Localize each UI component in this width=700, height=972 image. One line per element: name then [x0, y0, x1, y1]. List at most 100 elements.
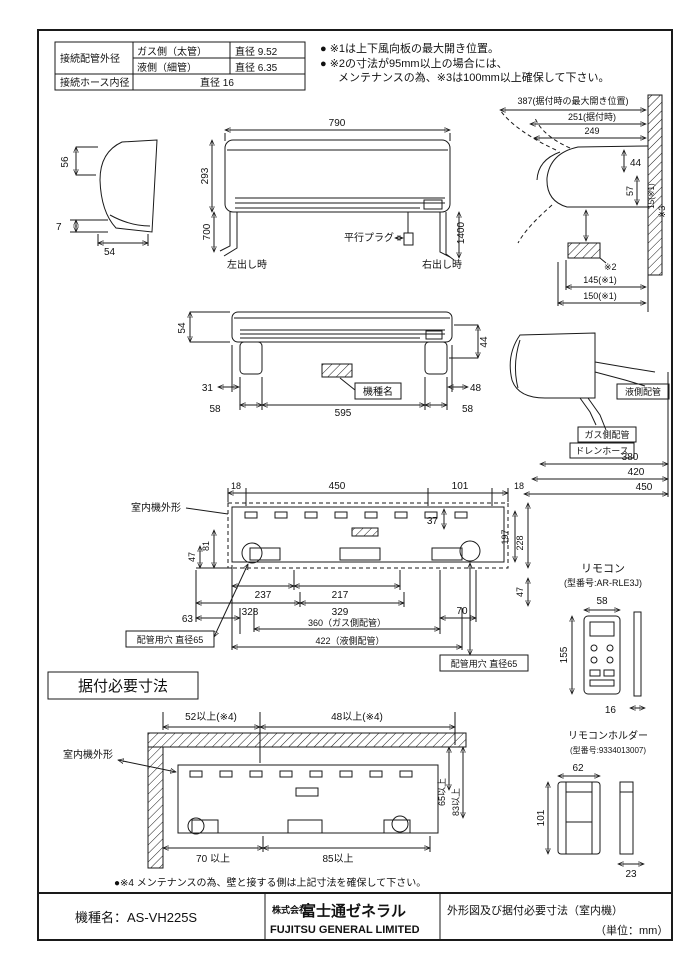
dim-155: 155	[559, 646, 570, 663]
note-2: ● ※2の寸法が95mm以上の場合には、	[320, 56, 508, 70]
label-pipe-hole-left: 配管用穴 直径65	[137, 634, 204, 645]
dim-s3: ※3	[657, 206, 667, 219]
dim-s2: ※2	[604, 262, 617, 272]
dim-37: 37	[427, 516, 439, 527]
note-1: ● ※1は上下風向板の最大開き位置。	[320, 41, 499, 55]
dim-58-right: 58	[462, 404, 474, 415]
title-block: 機種名：AS-VH225S 株式会社 富士通ゼネラル FUJITSU GENER…	[75, 902, 668, 937]
dim-450-pipe: 450	[636, 482, 653, 493]
dim-16: 16	[605, 705, 617, 716]
holder-view: リモコンホルダー (型番号:9334013007) 62 101 23	[536, 729, 648, 880]
label-liquid-pipe: 液側配管	[625, 386, 661, 397]
notes: ● ※1は上下風向板の最大開き位置。 ● ※2の寸法が95mm以上の場合には、 …	[320, 41, 609, 84]
remote-title: リモコン	[581, 563, 625, 575]
dim-420: 420	[628, 467, 645, 478]
dim-422-liquid: 422（液側配管）	[315, 635, 384, 646]
dim-85-min: 85以上	[322, 853, 353, 865]
company-prefix: 株式会社	[272, 904, 308, 915]
dim-595: 595	[335, 408, 352, 419]
company-name-en: FUJITSU GENERAL LIMITED	[270, 924, 420, 936]
dim-left-7: 7	[56, 222, 62, 233]
dim-18-left: 18	[231, 481, 241, 491]
bottom-view: 機種名 54 44 31 48 58 595 58	[177, 312, 490, 419]
spec-liquid-label: 液側（細管）	[137, 61, 197, 74]
back-view: 室内機外形 18 450 101 18 37 197 228 47	[125, 481, 528, 672]
dim-700: 700	[202, 223, 213, 240]
spec-hose-label: 接続ホース内径	[60, 76, 130, 89]
note-3: メンテナンスの為、※3は100mm以上確保して下さい。	[338, 70, 609, 84]
dim-44-side: 44	[630, 158, 642, 169]
dim-360-gas: 360（ガス側配管）	[308, 617, 386, 628]
sheet-frame	[37, 29, 673, 941]
remote-view: リモコン (型番号:AR-RLE3J) 58 155 16	[559, 563, 645, 716]
dim-328: 328	[242, 607, 259, 618]
dim-83-min: 83以上	[451, 788, 461, 816]
holder-model: (型番号:9334013007)	[570, 745, 646, 755]
dim-15-s1: 15(※1)	[647, 183, 656, 209]
install-unit-outline-label: 室内機外形	[63, 748, 113, 761]
doc-title: 外形図及び据付必要寸法（室内機）	[447, 903, 623, 917]
dim-228: 228	[515, 535, 525, 550]
front-view: 790 293 平行プラグ 700 1400 左出し時 右出し時	[200, 118, 467, 271]
label-left-out: 左出し時	[227, 258, 267, 271]
dim-145: 145(※1)	[583, 275, 617, 285]
dim-48: 48	[470, 383, 482, 394]
spec-liquid-value: 直径 6.35	[235, 61, 278, 74]
label-gas-pipe: ガス側配管	[584, 429, 629, 440]
dim-62: 62	[572, 763, 584, 774]
dim-81: 81	[201, 541, 211, 551]
dim-101-holder: 101	[536, 809, 547, 826]
dim-23: 23	[625, 869, 637, 880]
dim-150: 150(※1)	[583, 291, 617, 301]
install-section: 据付必要寸法 室内機外形 52以上(※4) 48以上(※4) 65以上 83以上	[47, 671, 467, 889]
dim-70-min: 70 以上	[196, 853, 230, 865]
dim-bottom-54: 54	[177, 322, 188, 334]
dim-48-min: 48以上(※4)	[331, 711, 383, 723]
spec-hose-value: 直径 16	[200, 76, 234, 89]
dim-18-right: 18	[514, 481, 524, 491]
spec-gas-label: ガス側（太管）	[137, 45, 207, 58]
dim-251: 251(据付時)	[568, 111, 616, 122]
label-parallel-plug: 平行プラグ	[344, 231, 394, 244]
dim-387-open: 387(据付時の最大開き位置)	[517, 95, 628, 106]
dim-65-min: 65以上	[437, 778, 447, 806]
dim-101: 101	[452, 481, 469, 492]
dim-47-right: 47	[515, 587, 525, 597]
unit-note: （単位：mm）	[595, 923, 668, 937]
dim-237: 237	[255, 590, 272, 601]
dim-450-back: 450	[329, 481, 346, 492]
label-drain-hose: ドレンホース	[575, 446, 629, 456]
install-title: 据付必要寸法	[78, 678, 168, 695]
dim-bottom-44: 44	[479, 336, 490, 348]
left-side-view: 56 7 54	[56, 139, 158, 258]
dim-329: 329	[332, 607, 349, 618]
company-name-jp: 富士通ゼネラル	[301, 902, 406, 920]
dim-63: 63	[182, 614, 194, 625]
spec-gas-value: 直径 9.52	[235, 45, 278, 58]
install-note-4: ●※4 メンテナンスの為、壁と接する側は上記寸法を確保して下さい。	[114, 876, 426, 889]
dim-293: 293	[200, 167, 211, 184]
label-unit-outline: 室内機外形	[131, 501, 181, 514]
dim-249: 249	[584, 126, 599, 136]
holder-title: リモコンホルダー	[568, 729, 648, 742]
remote-model: (型番号:AR-RLE3J)	[564, 577, 642, 588]
dim-790: 790	[329, 118, 346, 129]
label-right-out: 右出し時	[422, 258, 462, 271]
right-side-view: 387(据付時の最大開き位置) 251(据付時) 249 44 57 15(※1…	[500, 94, 667, 312]
title-model: 機種名：AS-VH225S	[75, 910, 197, 925]
pipe-view: 液側配管 ガス側配管 ドレンホース 380 420 450	[509, 332, 670, 497]
label-pipe-hole-right: 配管用穴 直径65	[451, 658, 518, 669]
dim-47-left: 47	[187, 552, 197, 562]
dim-58-left: 58	[209, 404, 221, 415]
dim-380: 380	[622, 452, 639, 463]
spec-table: 接続配管外径 ガス側（太管） 直径 9.52 液側（細管） 直径 6.35 接続…	[54, 41, 306, 91]
dim-remote-58: 58	[596, 596, 608, 607]
dim-31: 31	[202, 383, 214, 394]
spec-pipe-od-label: 接続配管外径	[60, 52, 120, 65]
dim-52-min: 52以上(※4)	[185, 711, 237, 723]
dim-left-56: 56	[60, 156, 71, 168]
dim-217: 217	[332, 590, 349, 601]
dim-197: 197	[500, 529, 510, 544]
